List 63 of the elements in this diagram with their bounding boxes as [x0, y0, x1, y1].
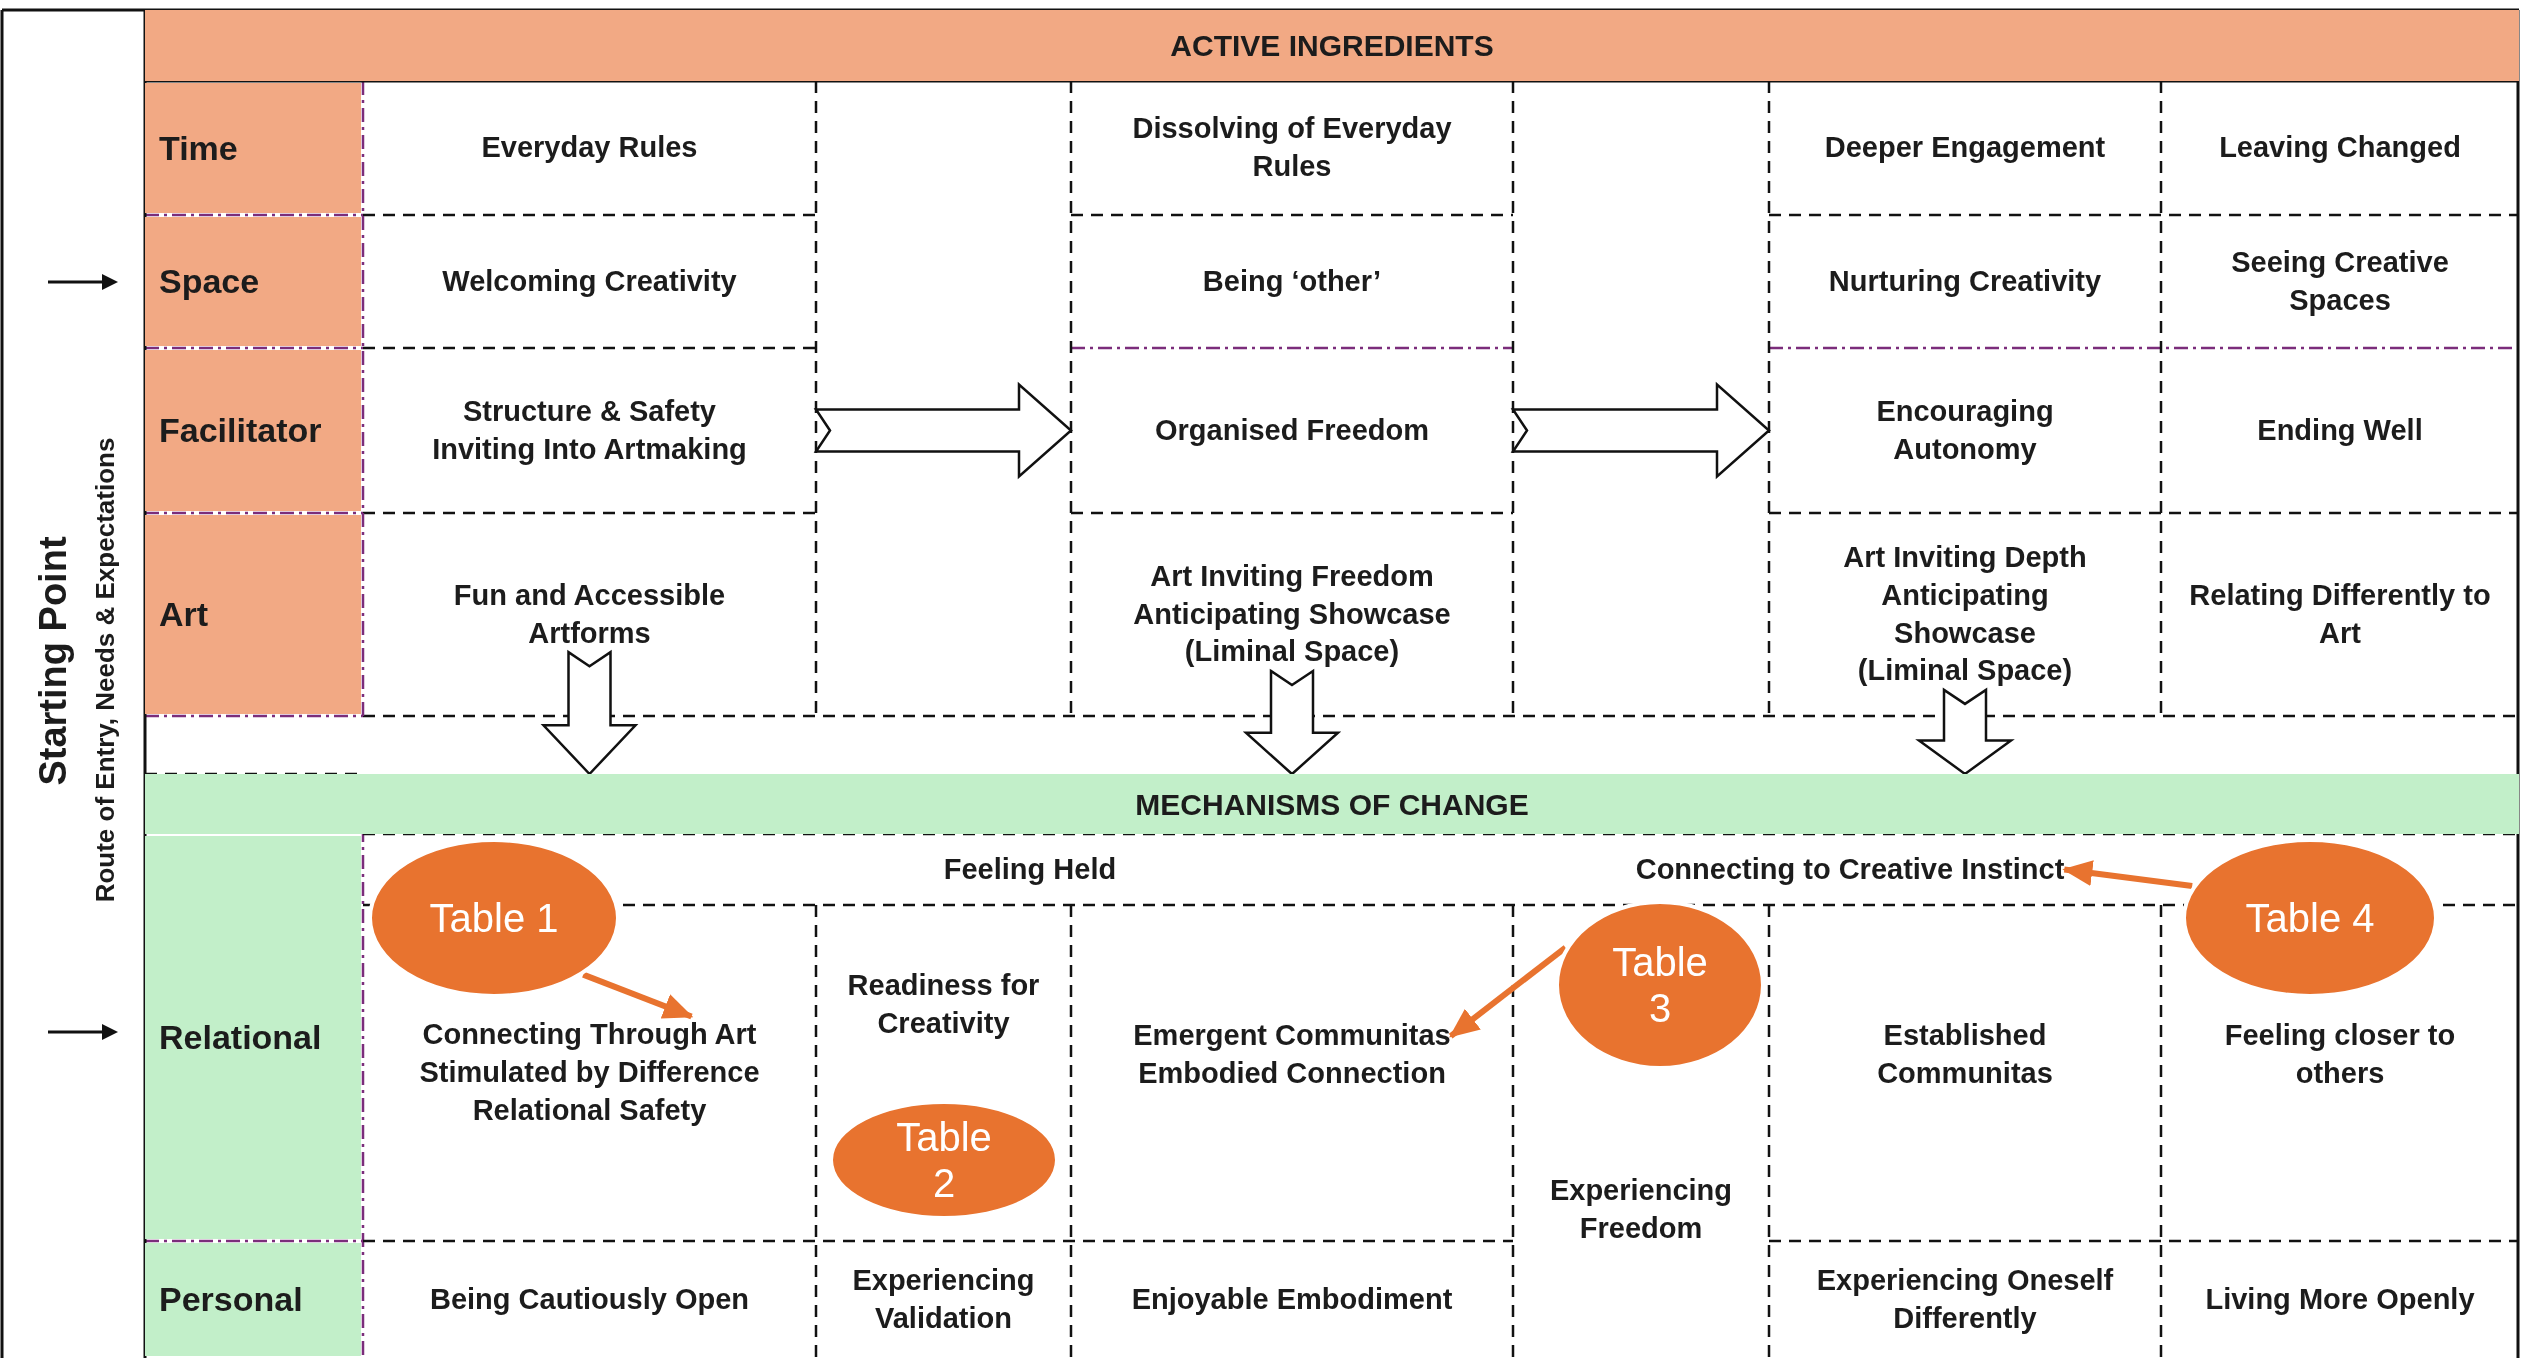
cell-text: Feeling closer to others	[2223, 1018, 2457, 1091]
block-arrow	[1915, 687, 2015, 776]
row-header: Relational	[159, 1017, 322, 1059]
cell-text: Organised Freedom	[1155, 412, 1429, 448]
row-header: Time	[159, 127, 238, 169]
block-arrow	[540, 649, 639, 776]
cell-text: Seeing Creative Spaces	[2230, 244, 2450, 318]
section-band	[145, 10, 2519, 81]
cell-text: Established Communitas	[1876, 1018, 2054, 1091]
cell-text: Inviting Into Artmaking	[432, 431, 747, 467]
row-header: Facilitator	[159, 410, 322, 452]
cell-text: Relational Safety	[472, 1092, 707, 1128]
row-header-cell	[145, 217, 361, 346]
cell-text: Leaving Changed	[2219, 130, 2461, 166]
callout-label: Table 1	[429, 895, 559, 941]
cell-text: Anticipating Showcase (Liminal Space)	[1132, 596, 1452, 670]
block-arrow	[1510, 381, 1771, 480]
cell-text: Enjoyable Embodiment	[1131, 1281, 1453, 1317]
cell-text: Fun and Accessible Artforms	[452, 577, 727, 651]
cell-text: Experiencing Freedom	[1548, 1173, 1734, 1246]
cell-text: Experiencing Validation	[851, 1262, 1036, 1336]
cell-text: Readiness for Creativity	[846, 968, 1041, 1041]
cell-text: Art Inviting Freedom	[1150, 558, 1434, 594]
cell-text: Emergent Communitas	[1133, 1018, 1451, 1054]
side-label: Route of Entry, Needs & Expectations	[89, 437, 121, 903]
block-arrow	[1242, 668, 1342, 776]
cell-text: Encouraging Autonomy	[1875, 393, 2055, 467]
row-header-cell	[145, 836, 361, 1239]
cell-text: Living More Openly	[2205, 1281, 2475, 1317]
cell-text: Nurturing Creativity	[1828, 263, 2102, 299]
section-band	[145, 774, 2519, 834]
cell-text: Being ‘other’	[1202, 263, 1382, 299]
section-title: MECHANISMS OF CHANGE	[1135, 786, 1529, 823]
cell-text: Connecting Through Art	[422, 1017, 757, 1053]
cell-text: Feeling Held	[943, 851, 1117, 887]
row-header: Art	[159, 594, 209, 636]
row-header-cell	[145, 1243, 361, 1356]
callout-label: Table 4	[2245, 895, 2375, 941]
row-header-cell	[145, 83, 361, 213]
section-title: ACTIVE INGREDIENTS	[1170, 28, 1494, 64]
cell-text: Embodied Connection	[1138, 1056, 1446, 1091]
cell-text: Connecting to Creative Instinct	[1635, 851, 2065, 887]
cell-text: Being Cautiously Open	[430, 1281, 749, 1317]
row-header: Space	[159, 261, 260, 303]
callout-label: Table 3	[1611, 939, 1709, 1031]
cell-text: Stimulated by Difference	[419, 1055, 760, 1091]
cell-text: Everyday Rules	[481, 130, 698, 166]
cell-text: Structure & Safety	[463, 393, 716, 429]
row-header: Personal	[159, 1279, 303, 1321]
cell-text: Dissolving of Everyday Rules	[1131, 111, 1453, 184]
cell-text: Ending Well	[2257, 412, 2423, 448]
side-label: Starting Point	[31, 536, 75, 786]
callout-arrow	[582, 971, 694, 1020]
cell-text: Art Inviting Depth	[1843, 540, 2087, 576]
cell-text: Anticipating Showcase (Liminal Space)	[1856, 577, 2074, 689]
cell-text: Deeper Engagement	[1824, 130, 2106, 166]
cell-text: Experiencing Oneself Differently	[1815, 1262, 2115, 1336]
cell-text: Welcoming Creativity	[442, 263, 737, 299]
row-header-cell	[145, 350, 361, 511]
callout-label: Table 2	[895, 1114, 993, 1206]
block-arrow	[813, 381, 1073, 480]
row-header-cell	[145, 515, 361, 714]
cell-text: Relating Differently to Art	[2188, 577, 2492, 651]
